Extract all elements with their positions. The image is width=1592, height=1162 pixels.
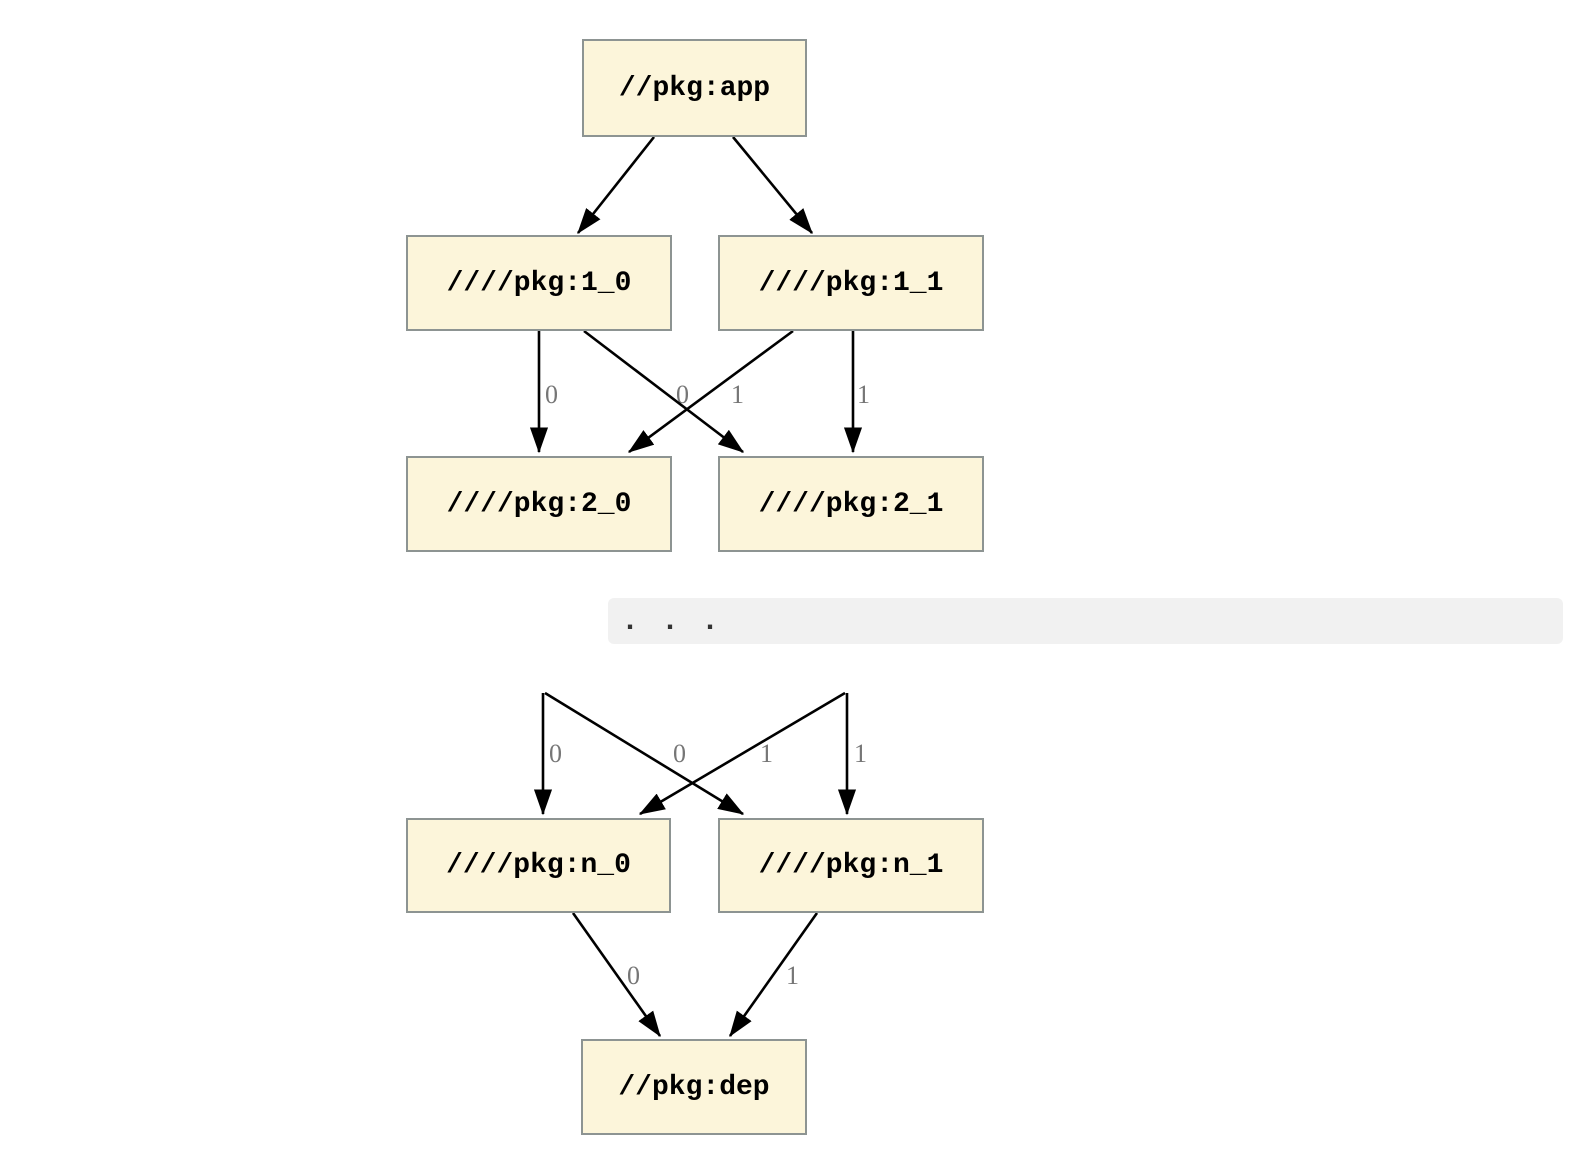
node-n_1: ////pkg:n_1 bbox=[718, 818, 984, 913]
node-2_0: ////pkg:2_0 bbox=[406, 456, 672, 552]
node-1_0: ////pkg:1_0 bbox=[406, 235, 672, 331]
node-2_1: ////pkg:2_1 bbox=[718, 456, 984, 552]
node-dep: //pkg:dep bbox=[581, 1039, 807, 1135]
node-1_1: ////pkg:1_1 bbox=[718, 235, 984, 331]
node-n_0: ////pkg:n_0 bbox=[406, 818, 671, 913]
ellipsis-band: . . . bbox=[608, 598, 1563, 644]
ellipsis-text: . . . bbox=[621, 605, 722, 639]
node-app: //pkg:app bbox=[582, 39, 807, 137]
